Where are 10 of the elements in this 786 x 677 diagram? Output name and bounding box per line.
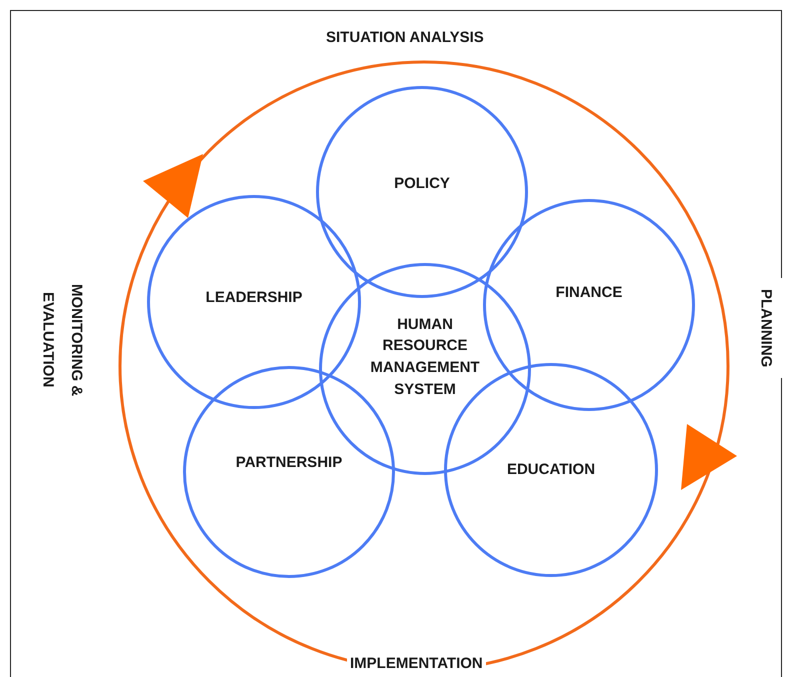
- circle-label: FINANCE: [556, 283, 622, 304]
- circle: [147, 195, 361, 409]
- circle-label: LEADERSHIP: [206, 288, 302, 308]
- circle-label: POLICY: [394, 174, 450, 194]
- circle-label: EDUCATION: [506, 460, 596, 480]
- stage-label: IMPLEMENTATION: [347, 655, 486, 672]
- circle-label: HUMAN RESOURCE MANAGEMENT SYSTEM: [369, 314, 481, 400]
- circle: [316, 86, 528, 298]
- circle-label: PARTNERSHIP: [236, 453, 342, 474]
- circle: [483, 199, 695, 411]
